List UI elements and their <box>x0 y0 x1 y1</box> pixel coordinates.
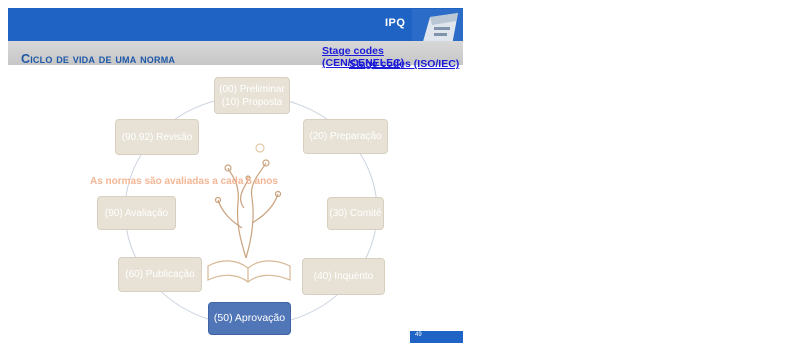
header-bar <box>8 8 463 41</box>
stage-codes-iso-link[interactable]: Stage codes (ISO/IEC) <box>349 58 460 70</box>
page-title: Ciclo de vida de uma norma <box>21 52 176 66</box>
stage-label: (00) Preliminar <box>219 83 285 95</box>
stage-label: (60) Publicação <box>125 269 195 280</box>
stage-label: (30) Comité <box>329 208 382 219</box>
stage-label: (40) Inquérito <box>313 271 374 282</box>
stage-label: (90) Avaliação <box>104 207 169 219</box>
logo-illustration-icon <box>412 9 463 46</box>
stage-label: (20) Preparação <box>309 131 382 142</box>
stage-codes-cenelec-link[interactable]: Stage codes (CEN/CENELEC) <box>322 45 405 69</box>
stage-node-inquerito: (40) Inquérito <box>302 258 385 295</box>
stage-label: (10) Proposta <box>221 96 283 108</box>
stage-node-avaliacao: (90) Avaliação <box>97 196 176 230</box>
stage-label: (50) Aprovação <box>213 312 286 324</box>
stage-node-comite: (30) Comité <box>327 197 384 230</box>
ipq-logo: IPQ <box>385 17 406 29</box>
tree-illustration-icon <box>207 143 291 283</box>
stage-node-preparacao: (20) Preparação <box>303 119 388 154</box>
title-bar <box>8 41 463 65</box>
stage-node-publicacao: (60) Publicação <box>118 257 202 292</box>
stage-node-revisao: (90.92) Revisão <box>115 119 199 155</box>
review-note: As normas são avaliadas a cada 5 anos <box>90 176 278 187</box>
stage-node-preliminar-proposta: (00) Preliminar (10) Proposta <box>214 77 290 114</box>
stage-label: (90.92) Revisão <box>121 131 193 143</box>
slide: IPQ Ciclo de vida de uma norma Stage cod… <box>8 8 463 345</box>
page-number: 49 <box>415 332 422 338</box>
page-number-badge: 49 <box>410 331 463 343</box>
stage-node-aprovacao: (50) Aprovação <box>208 302 291 335</box>
